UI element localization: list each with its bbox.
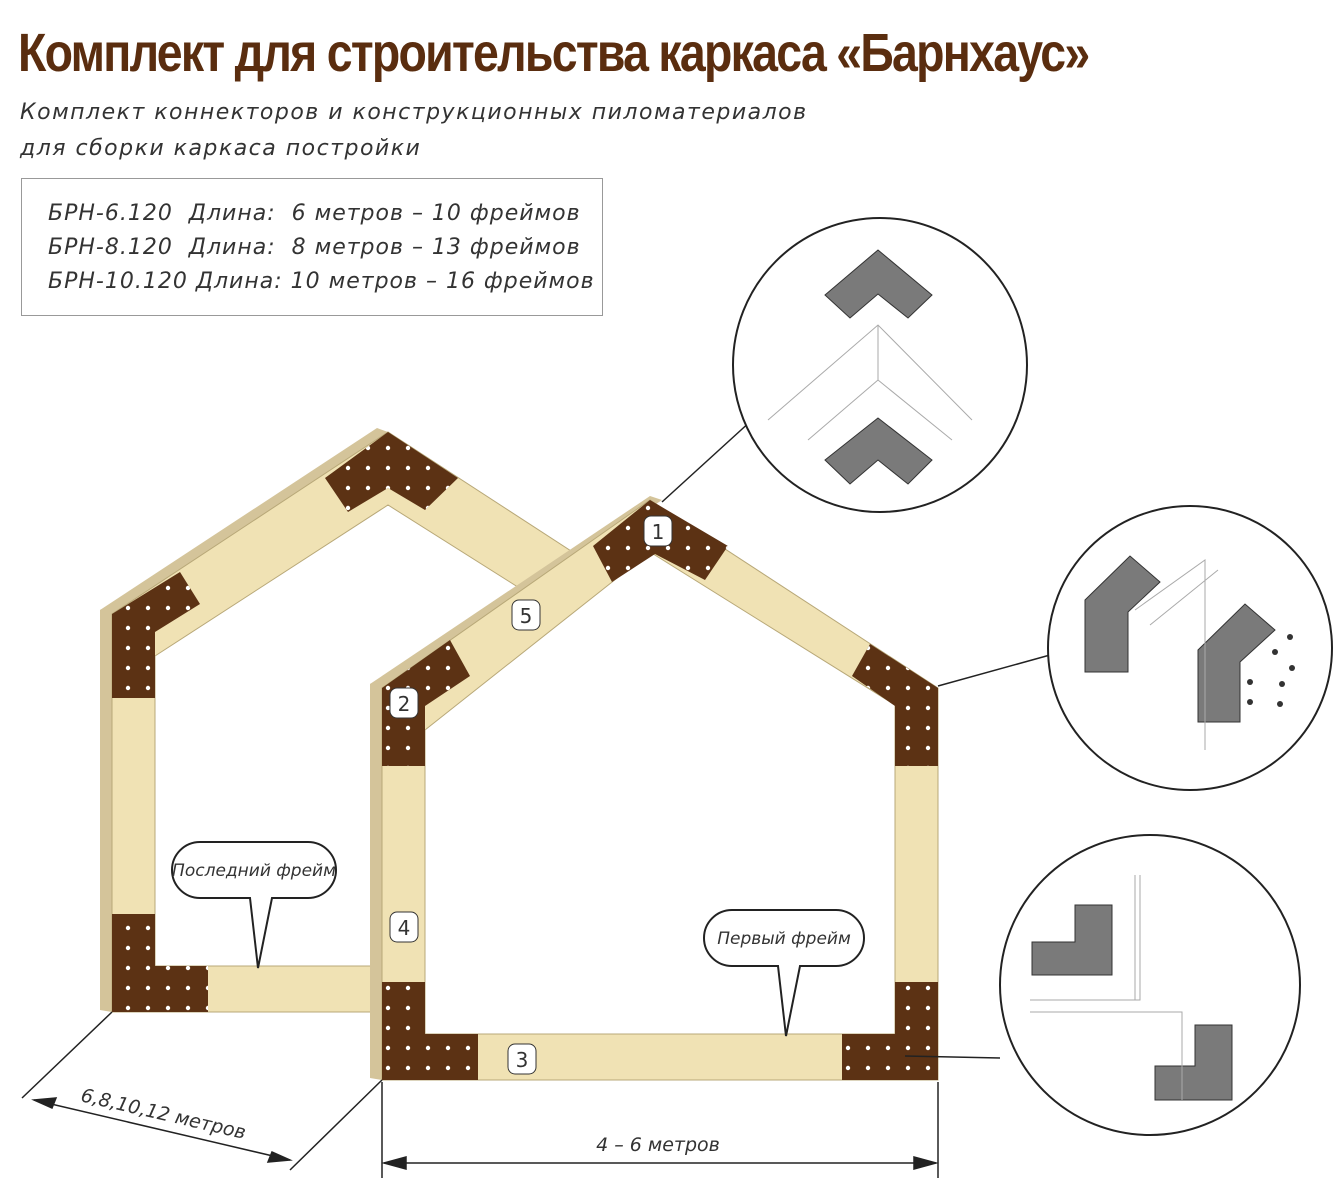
subtitle-line-1: Комплект коннекторов и конструкционных п… [20, 100, 808, 125]
spec-line-6: БРН-6.120 Длина: 6 метров – 10 фреймов [48, 201, 581, 226]
subtitle-line-2: для сборки каркаса постройки [20, 136, 422, 161]
ridge-detail-circle [661, 217, 1028, 513]
svg-text:Последний фрейм: Последний фрейм [172, 861, 336, 881]
width-dimension [381, 1082, 939, 1178]
back-frame-side [100, 604, 112, 1012]
eave-detail-circle [937, 505, 1333, 791]
svg-text:2: 2 [398, 692, 411, 716]
screws-icon [1247, 634, 1295, 707]
length-dimension [21, 1011, 383, 1171]
svg-text:1: 1 [652, 520, 665, 544]
part-badge-4: 4 [389, 911, 419, 943]
part-badge-2: 2 [389, 687, 419, 719]
part-badge-3: 3 [507, 1043, 537, 1075]
last-frame-callout: Последний фрейм [171, 841, 337, 969]
spec-line-10: БРН-10.120 Длина: 10 метров – 16 фреймов [48, 269, 595, 294]
svg-text:3: 3 [516, 1048, 529, 1072]
spec-table: БРН-6.120 Длина: 6 метров – 10 фреймов Б… [21, 178, 603, 316]
width-dimension-label: 4 – 6 метров [596, 1134, 720, 1156]
svg-text:4: 4 [398, 916, 411, 940]
eave-plate-left [1084, 555, 1161, 673]
base-detail-circle [904, 834, 1301, 1136]
ridge-plate-bottom [824, 417, 933, 485]
first-frame-callout: Первый фрейм [703, 909, 865, 1037]
svg-text:5: 5 [520, 604, 533, 628]
page-title: Комплект для строительства каркаса «Барн… [18, 23, 1090, 83]
ridge-plate-top [824, 249, 933, 319]
part-badge-5: 5 [511, 599, 541, 631]
svg-text:Первый фрейм: Первый фрейм [717, 929, 851, 949]
base-plate-bottom [1154, 1024, 1233, 1101]
spec-line-8: БРН-8.120 Длина: 8 метров – 13 фреймов [48, 235, 581, 260]
part-badge-1: 1 [643, 515, 673, 547]
base-plate-top [1031, 904, 1113, 976]
eave-plate-right [1197, 603, 1276, 723]
length-dimension-label: 6,8,10,12 метров [79, 1084, 248, 1143]
